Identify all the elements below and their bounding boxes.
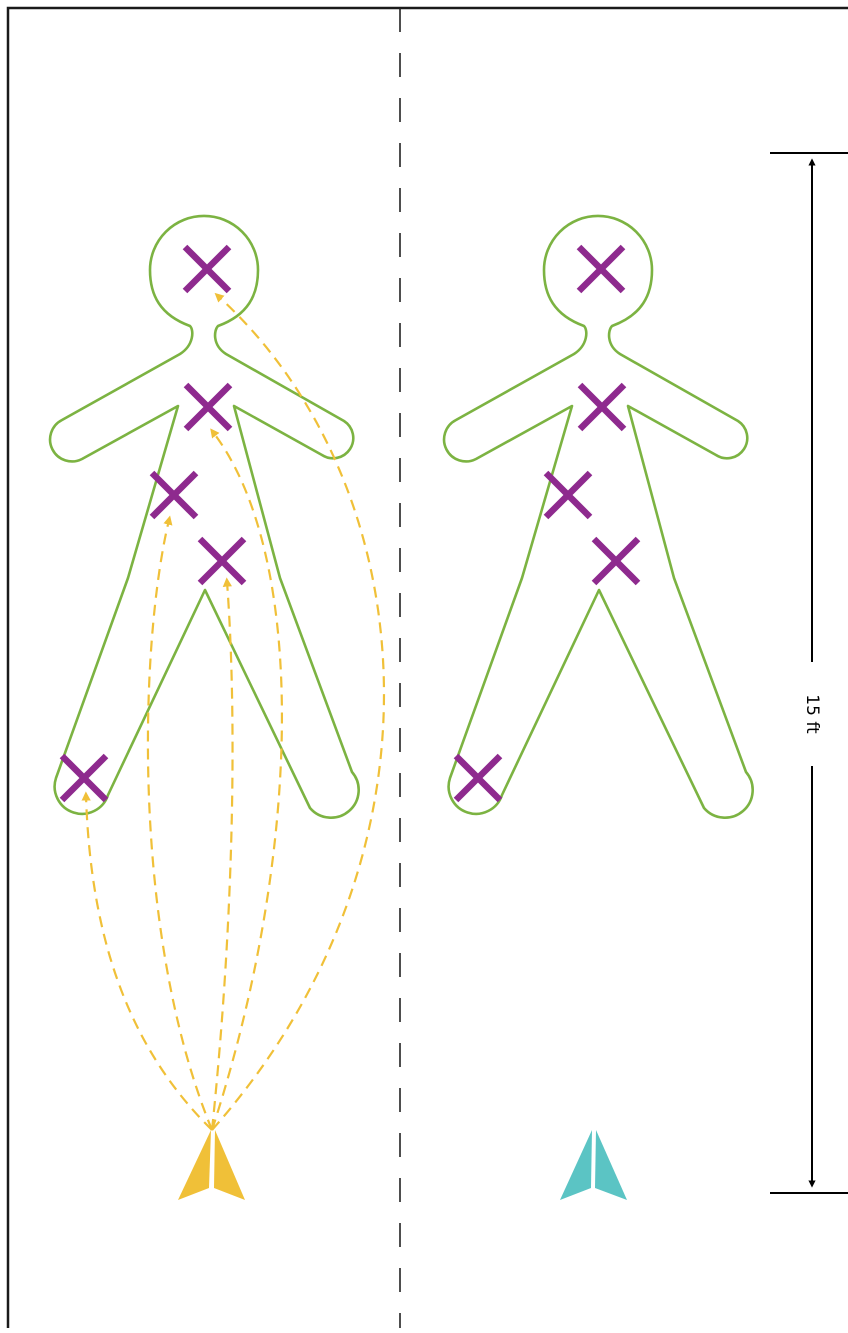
target-x-icon-chest xyxy=(580,385,624,429)
target-x-icon-left-hip xyxy=(546,473,590,517)
throw-path-chest xyxy=(212,432,282,1130)
throw-paths-left xyxy=(86,296,384,1130)
target-x-icon-head xyxy=(185,247,229,291)
target-x-icon-left-foot xyxy=(62,756,106,800)
target-x-icon-left-foot xyxy=(456,756,500,800)
target-x-icon-groin xyxy=(594,539,638,583)
throw-path-groin xyxy=(212,582,233,1130)
paper-airplane-icon-right xyxy=(560,1130,627,1200)
target-x-icon-groin xyxy=(200,539,244,583)
target-figure-left xyxy=(50,216,359,818)
distance-dimension: 15 ft xyxy=(770,153,848,1193)
target-figure-right xyxy=(444,216,753,818)
throw-path-left-foot xyxy=(86,796,212,1130)
target-x-icon-chest xyxy=(186,385,230,429)
range-border xyxy=(8,8,848,1328)
paper-airplane-icon-left xyxy=(178,1130,245,1200)
target-x-icon-head xyxy=(579,247,623,291)
throw-path-left-hip xyxy=(148,520,212,1130)
distance-label: 15 ft xyxy=(802,694,822,734)
target-x-icon-left-hip xyxy=(152,473,196,517)
